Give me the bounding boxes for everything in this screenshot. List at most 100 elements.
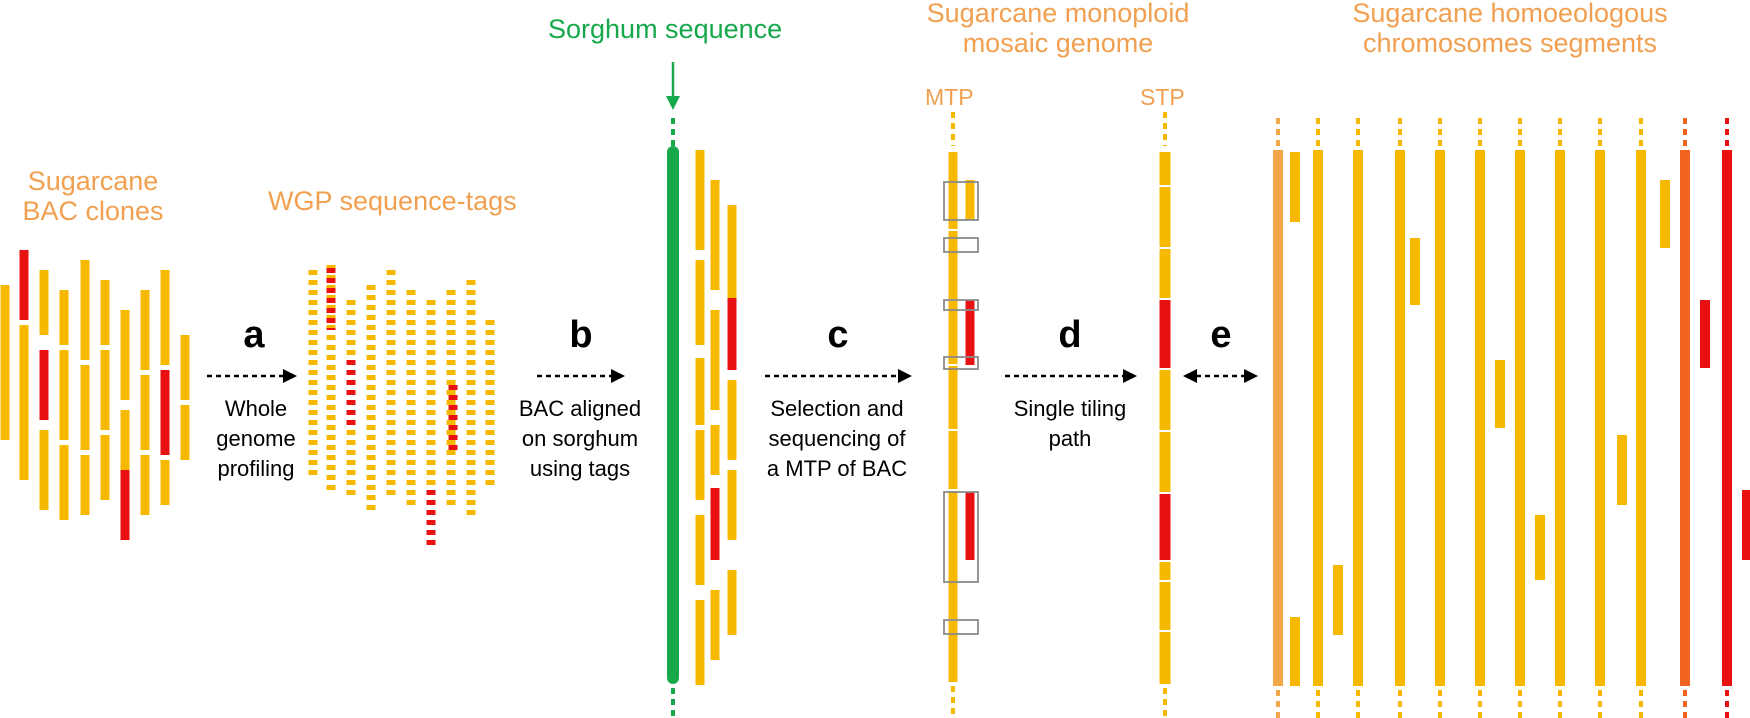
bac-clone-19 (140, 375, 150, 450)
sorghum-pointer-head (666, 96, 680, 110)
bac-clone-17 (120, 470, 130, 540)
bac-clone-21 (160, 270, 170, 365)
aligned-bac-2 (727, 205, 737, 300)
stp-segment-5 (1159, 432, 1171, 492)
stp-segment-0 (1159, 152, 1171, 185)
aligned-bac-12 (710, 590, 720, 660)
stp-label: STP (1140, 84, 1185, 110)
homoeolog-fragment-4 (1495, 360, 1505, 428)
step-c-letter: c (827, 314, 849, 356)
step-a-line1: Whole (224, 396, 288, 421)
bac-clone-25 (180, 405, 190, 460)
aligned-bac-13 (727, 570, 737, 635)
bac-clone-7 (59, 350, 69, 440)
mtp-selection-box-0 (943, 181, 979, 221)
step-e-letter: e (1210, 314, 1232, 356)
homoeolog-fragment-2 (1333, 565, 1343, 635)
chromosome-11 (1722, 150, 1732, 686)
step-d-line1: Single tiling (1013, 396, 1127, 421)
bac-clones-title-line2: BAC clones (22, 196, 164, 226)
mtp-selection-box-4 (943, 491, 979, 583)
bac-clone-14 (100, 435, 110, 500)
homoeolog-fragment-8 (1700, 300, 1710, 368)
arrow-c-head (898, 369, 912, 383)
aligned-bac-0 (695, 150, 705, 250)
step-c-description: Selection and sequencing of a MTP of BAC (752, 394, 922, 484)
homoeolog-fragment-3 (1410, 238, 1420, 305)
bac-clones-title-line1: Sugarcane (27, 166, 159, 196)
chromosome-10 (1680, 150, 1690, 686)
bac-clone-24 (180, 335, 190, 400)
step-c-line3: a MTP of BAC (766, 456, 908, 481)
step-b-letter: b (569, 314, 593, 356)
mtp-selection-box-5 (943, 619, 979, 635)
arrow-a-head (283, 369, 297, 383)
homoeolog-fragment-0 (1290, 152, 1300, 222)
bac-clone-4 (39, 350, 49, 420)
stp-segment-9 (1159, 632, 1171, 684)
step-a-letter: a (243, 314, 265, 356)
arrow-e-head (1244, 369, 1258, 383)
bac-clone-20 (140, 455, 150, 515)
homoeologous-title: Sugarcane homoeologous chromosomes segme… (1310, 0, 1710, 58)
sorghum-sequence-bar (667, 146, 679, 684)
step-d-letter: d (1058, 314, 1082, 356)
bac-clone-18 (140, 290, 150, 370)
bac-clone-6 (59, 290, 69, 345)
sorghum-title: Sorghum sequence (548, 14, 783, 44)
homoeolog-fragment-9 (1742, 490, 1750, 560)
homoeolog-fragment-1 (1290, 617, 1300, 686)
bac-clone-9 (80, 260, 90, 360)
chromosome-4 (1435, 150, 1445, 686)
wgp-tags-title: WGP sequence-tags (268, 186, 517, 216)
monoploid-title: Sugarcane monoploid mosaic genome (898, 0, 1218, 58)
chromosome-8 (1595, 150, 1605, 686)
bac-clone-13 (100, 350, 110, 430)
mtp-overlap-bac-0 (965, 180, 975, 220)
bac-clone-1 (19, 250, 29, 320)
stp-segment-1 (1159, 187, 1171, 247)
bac-clone-12 (100, 280, 110, 345)
mtp-main-bar (948, 152, 958, 682)
bac-clone-3 (39, 270, 49, 335)
chromosome-6 (1515, 150, 1525, 686)
arrow-e-tail (1183, 369, 1197, 383)
mtp-selection-box-1 (943, 237, 979, 253)
step-b-line1: BAC aligned (518, 396, 642, 421)
step-c-line2: sequencing of (768, 426, 906, 451)
bac-clone-16 (120, 410, 130, 470)
bac-clone-15 (120, 310, 130, 400)
aligned-bac-7 (727, 380, 737, 460)
bac-clone-11 (80, 455, 90, 515)
step-a-description: Whole genome profiling (196, 394, 316, 484)
aligned-bac-15 (710, 425, 720, 475)
step-d-description: Single tiling path (995, 394, 1145, 454)
stp-segment-4 (1159, 370, 1171, 430)
mtp-label: MTP (925, 84, 974, 110)
step-a-line3: profiling (217, 456, 295, 481)
chromosome-2 (1353, 150, 1363, 686)
stp-segment-3 (1159, 300, 1171, 368)
bac-clone-2 (19, 325, 29, 480)
mtp-red-segment-2 (965, 492, 975, 560)
monoploid-title-line1: Sugarcane monoploid (926, 0, 1190, 28)
bac-clone-10 (80, 365, 90, 450)
chromosome-7 (1555, 150, 1565, 686)
homoeologous-title-line1: Sugarcane homoeologous (1352, 0, 1668, 28)
bac-clones-title: Sugarcane BAC clones (8, 166, 178, 226)
homoeolog-fragment-7 (1660, 180, 1670, 248)
arrow-b-head (611, 369, 625, 383)
chromosome-0 (1273, 150, 1283, 686)
stp-segment-6 (1159, 494, 1171, 560)
bac-clone-0 (0, 285, 10, 440)
monoploid-title-line2: mosaic genome (962, 28, 1154, 58)
step-b-line3: using tags (529, 456, 631, 481)
bac-clone-8 (59, 445, 69, 520)
aligned-bac-5 (695, 358, 705, 425)
mtp-red-segment (965, 300, 975, 365)
mtp-selection-box-3 (943, 356, 979, 370)
homoeolog-fragment-6 (1617, 435, 1627, 505)
chromosome-5 (1475, 150, 1485, 686)
